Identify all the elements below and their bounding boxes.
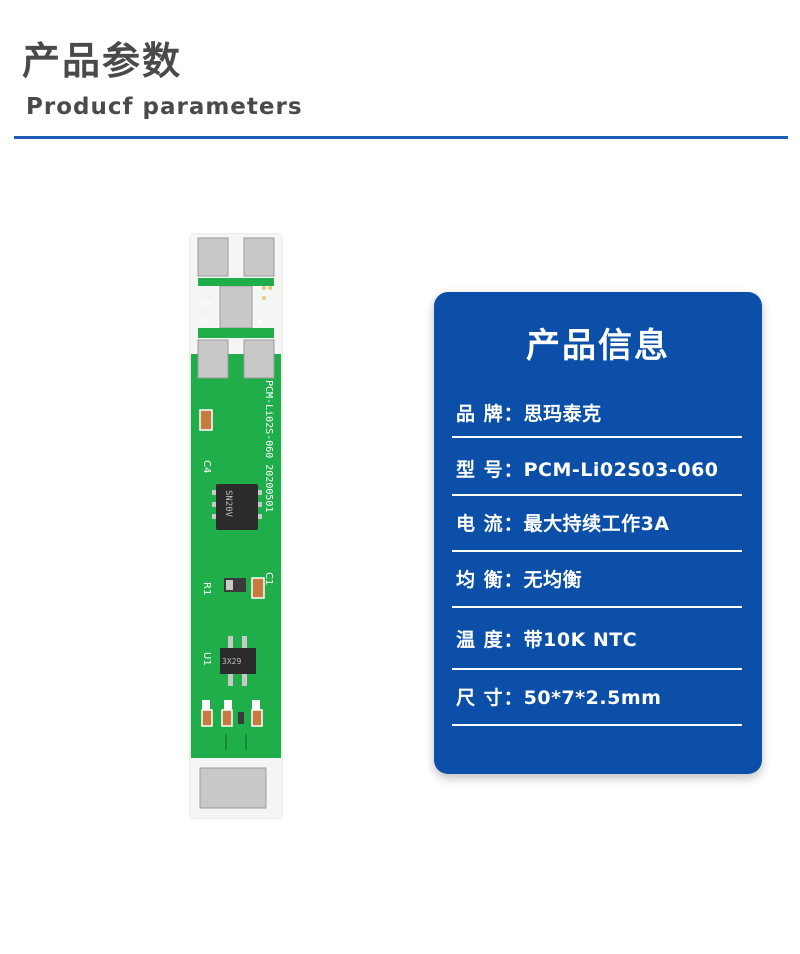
pad-label: B- — [200, 317, 208, 326]
row-value: 最大持续工作3A — [523, 513, 670, 535]
svg-text:PCM-Li02S-060 20200501: PCM-Li02S-060 20200501 — [263, 380, 274, 512]
row-divider — [452, 606, 742, 608]
row-divider — [452, 436, 742, 438]
row-value: 带10K NTC — [523, 629, 638, 651]
row-label: 温 度： — [456, 629, 524, 651]
svg-text:SN20V: SN20V — [223, 490, 233, 518]
row-temperature: 温 度：带10K NTC — [456, 620, 742, 660]
row-label: 电 流： — [456, 513, 524, 535]
product-info-card: 产品信息 品 牌：思玛泰克 型 号：PCM-Li02S03-060 电 流：最大… — [434, 292, 762, 774]
svg-text:3X29: 3X29 — [222, 657, 241, 666]
row-divider — [452, 724, 742, 726]
svg-text:C4: C4 — [201, 460, 212, 473]
row-divider — [452, 668, 742, 670]
row-model: 型 号：PCM-Li02S03-060 — [456, 450, 742, 490]
svg-text:R1: R1 — [201, 582, 212, 595]
svg-text:U1: U1 — [201, 652, 212, 666]
svg-text:C1: C1 — [263, 572, 274, 585]
row-label: 尺 寸： — [456, 687, 524, 709]
header-divider — [14, 136, 788, 139]
row-current: 电 流：最大持续工作3A — [456, 504, 742, 544]
row-value: 思玛泰克 — [523, 403, 602, 425]
row-brand: 品 牌：思玛泰克 — [456, 394, 742, 434]
row-divider — [452, 550, 742, 552]
pad-label: B+ — [200, 299, 212, 308]
page-title-cn: 产品参数 — [22, 39, 183, 83]
row-size: 尺 寸：50*7*2.5mm — [456, 678, 742, 718]
page-title-en: Producf parameters — [26, 94, 303, 120]
row-value: PCM-Li02S03-060 — [523, 459, 719, 481]
card-title: 产品信息 — [526, 326, 670, 366]
row-divider — [452, 494, 742, 496]
pcb-board-image: B+ B- P- C4 PCM-Li02S-060 20200501 SN20V… — [186, 232, 286, 822]
row-value: 50*7*2.5mm — [523, 687, 662, 709]
row-value: 无均衡 — [523, 569, 583, 591]
row-label: 型 号： — [456, 459, 524, 481]
pad-label: P- — [258, 319, 266, 328]
row-label: 品 牌： — [456, 403, 524, 425]
row-balance: 均 衡：无均衡 — [456, 560, 742, 600]
row-label: 均 衡： — [456, 569, 524, 591]
